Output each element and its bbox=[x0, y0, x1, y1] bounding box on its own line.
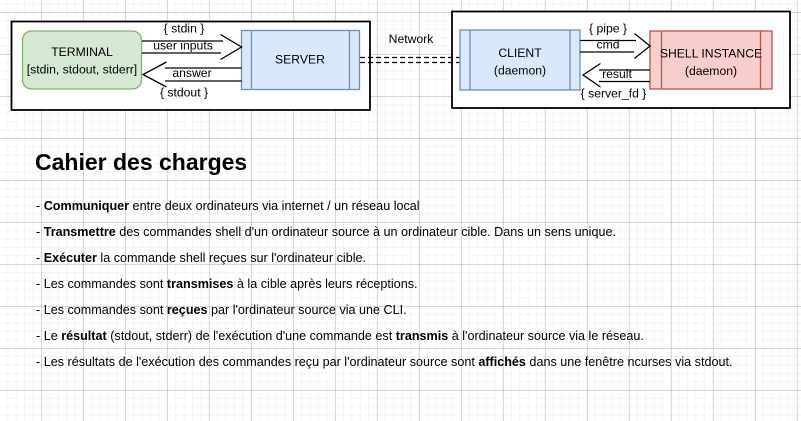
arrow-cmd-head bbox=[634, 32, 652, 60]
shell-process-bars bbox=[660, 31, 762, 89]
terminal-streams-label: [stdin, stdout, stderr] bbox=[27, 63, 137, 77]
arrow-cmd bbox=[580, 32, 652, 60]
spec-item-affiches: - Les résultats de l'exécution des comma… bbox=[36, 356, 776, 369]
spec-text: des commandes shell d'un ordinateur sour… bbox=[115, 225, 616, 239]
architecture-diagram: Network TERMINAL [stdin, stdout, stderr]… bbox=[10, 10, 791, 111]
shell-instance-node: SHELL INSTANCE (daemon) bbox=[649, 30, 773, 90]
spec-text: la commande shell reçues sur l'ordinateu… bbox=[96, 251, 367, 265]
terminal-node: TERMINAL [stdin, stdout, stderr] bbox=[21, 30, 143, 90]
spec-keyword: reçues bbox=[166, 303, 208, 317]
terminal-box bbox=[21, 30, 143, 90]
spec-item-executer: - Exécuter la commande shell reçues sur … bbox=[36, 252, 776, 265]
spec-text: - Les commandes sont bbox=[36, 303, 167, 317]
server-node: SERVER bbox=[240, 29, 361, 91]
spec-text: - bbox=[36, 199, 44, 213]
spec-keyword: Transmettre bbox=[43, 225, 116, 239]
page-title: Cahier des charges bbox=[35, 149, 248, 175]
spec-text: par l'ordinateur source via une CLI. bbox=[207, 303, 407, 317]
server-process-bars bbox=[250, 30, 351, 90]
answer-label: answer bbox=[172, 66, 211, 80]
spec-keyword: affichés bbox=[478, 355, 526, 369]
spec-text: - bbox=[36, 225, 44, 239]
spec-text: dans une fenêtre ncurses via stdout. bbox=[525, 355, 733, 369]
spec-text: à la cible après leurs réceptions. bbox=[233, 277, 418, 291]
client-node: CLIENT (daemon) bbox=[459, 29, 581, 91]
spec-text: - Le bbox=[36, 329, 62, 343]
stdin-label: { stdin } bbox=[164, 22, 205, 36]
server-fd-label: { server_fd } bbox=[581, 87, 647, 101]
spec-keyword: résultat bbox=[61, 329, 107, 343]
network-link bbox=[360, 56, 460, 64]
terminal-label: TERMINAL bbox=[51, 45, 113, 59]
specs-list: - Communiquer entre deux ordinateurs via… bbox=[36, 200, 776, 382]
arrow-result bbox=[581, 62, 650, 88]
user-inputs-label: user inputs bbox=[153, 39, 213, 53]
spec-keyword: Exécuter bbox=[43, 251, 97, 265]
arrow-user-inputs bbox=[142, 33, 243, 61]
spec-keyword: transmis bbox=[395, 329, 449, 343]
cmd-label: cmd bbox=[596, 38, 619, 52]
pipe-label: { pipe } bbox=[589, 22, 627, 36]
spec-keyword: transmises bbox=[166, 277, 234, 291]
spec-item-recues: - Les commandes sont reçues par l'ordina… bbox=[36, 304, 776, 317]
stdout-label: { stdout } bbox=[160, 86, 208, 100]
client-process-bars bbox=[469, 30, 571, 90]
spec-text: - bbox=[36, 251, 44, 265]
network-label: Network bbox=[389, 32, 435, 46]
arrow-result-head bbox=[581, 62, 601, 88]
arrow-answer bbox=[141, 61, 242, 88]
spec-text: à l'ordinateur source via le réseau. bbox=[448, 329, 644, 343]
client-box bbox=[459, 29, 581, 91]
spec-text: - Les résultats de l'exécution des comma… bbox=[36, 355, 479, 369]
arrow-user-inputs-head bbox=[220, 33, 243, 61]
server-label: SERVER bbox=[275, 53, 325, 67]
spec-text: - Les commandes sont bbox=[36, 277, 167, 291]
client-label: CLIENT bbox=[498, 46, 542, 60]
server-box bbox=[240, 29, 361, 91]
spec-item-transmises: - Les commandes sont transmises à la cib… bbox=[36, 278, 776, 291]
arrow-answer-head bbox=[141, 61, 167, 88]
shell-instance-box bbox=[649, 30, 773, 90]
spec-item-communiquer: - Communiquer entre deux ordinateurs via… bbox=[36, 200, 776, 213]
spec-item-resultat: - Le résultat (stdout, stderr) de l'exéc… bbox=[36, 330, 776, 343]
client-type-label: (daemon) bbox=[494, 64, 546, 78]
spec-text: entre deux ordinateurs via internet / un… bbox=[129, 199, 420, 213]
result-label: result bbox=[602, 67, 632, 81]
shell-type-label: (daemon) bbox=[685, 64, 737, 78]
shell-instance-label: SHELL INSTANCE bbox=[660, 47, 762, 61]
spec-text: (stdout, stderr) de l'exécution d'une co… bbox=[106, 329, 396, 343]
spec-keyword: Communiquer bbox=[43, 199, 130, 213]
spec-item-transmettre: - Transmettre des commandes shell d'un o… bbox=[36, 226, 776, 239]
